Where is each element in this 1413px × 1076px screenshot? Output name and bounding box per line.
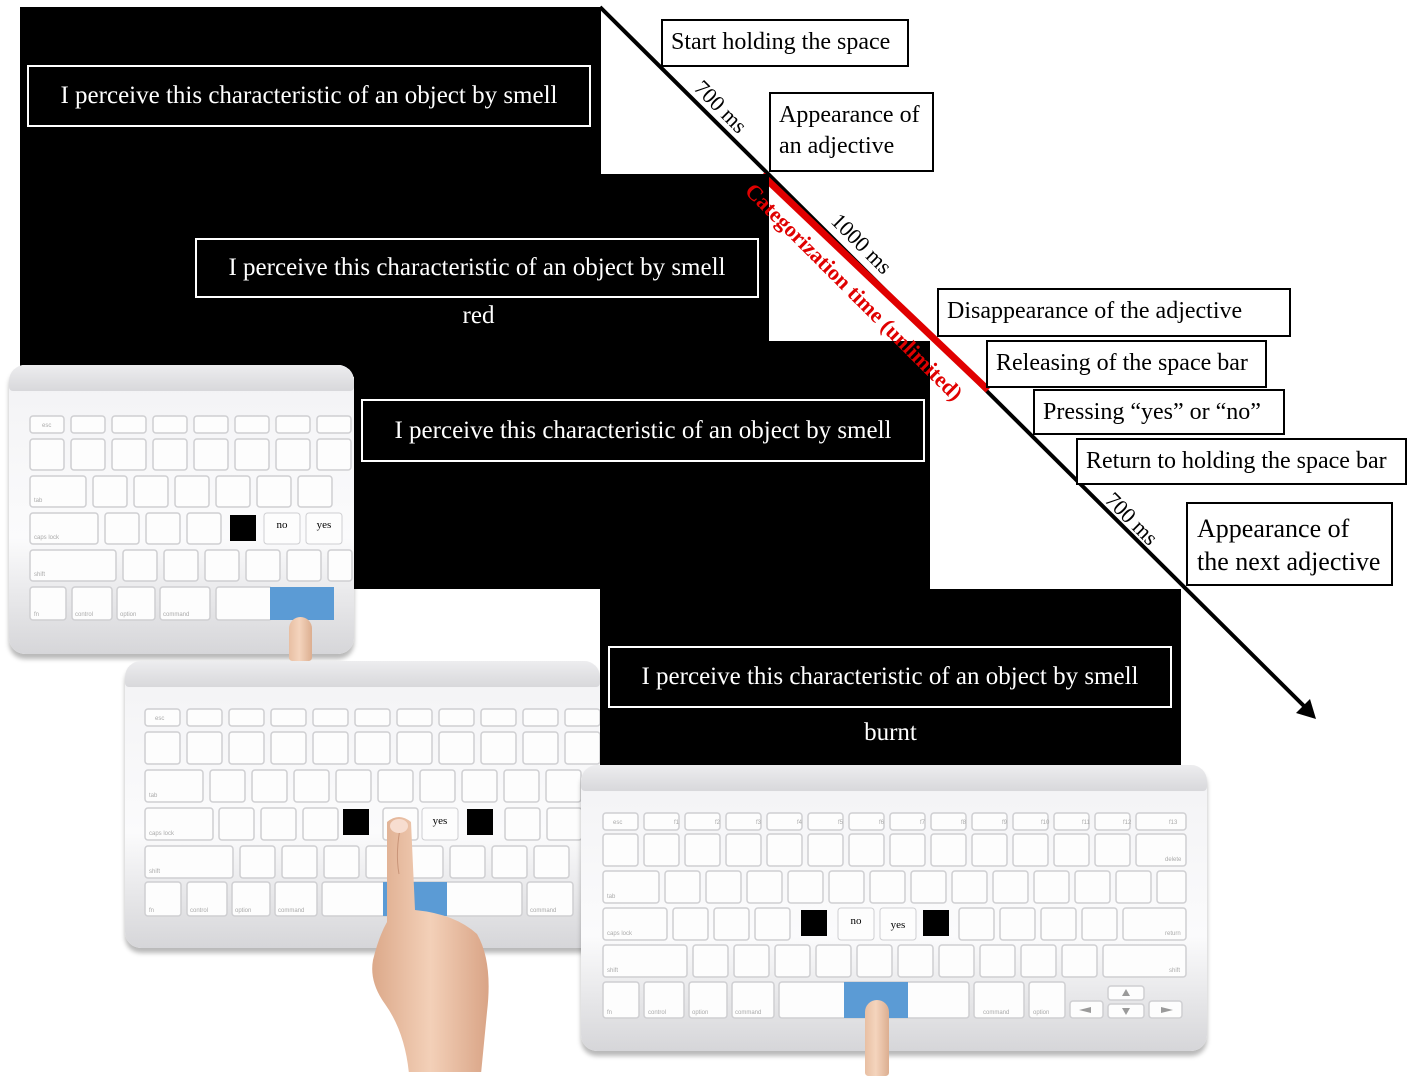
f6-key-label: f6 (879, 820, 885, 826)
option-key-label: option (1033, 1010, 1049, 1016)
f10-key-label: f10 (1041, 820, 1050, 826)
option-key-label: option (120, 612, 136, 618)
f1-key-label: f1 (674, 820, 680, 826)
event-pressing: Pressing “yes” or “no” (1033, 389, 1285, 435)
f11-key-label: f11 (1082, 820, 1091, 826)
esc-key-label: esc (155, 716, 164, 722)
option-key-label: option (235, 908, 251, 914)
no-key (263, 512, 301, 545)
tab-key-label: tab (607, 894, 616, 900)
yes-key-label: yes (317, 519, 332, 531)
shift-key-label: shift (34, 572, 45, 578)
f4-key-label: f4 (797, 820, 803, 826)
return-key-label: return (1165, 931, 1181, 937)
space-bar-key (270, 587, 334, 620)
shift-key-label: shift (607, 968, 618, 974)
command-key-label: command (530, 908, 556, 914)
prompt-box: I perceive this characteristic of an obj… (361, 399, 925, 462)
prompt-box: I perceive this characteristic of an obj… (27, 65, 591, 127)
caps-key-label: caps lock (34, 535, 60, 541)
f9-key-label: f9 (1002, 820, 1008, 826)
prompt-box: I perceive this characteristic of an obj… (195, 238, 759, 298)
arrow-up-icon (1122, 989, 1130, 996)
no-key-label: no (851, 915, 863, 927)
yes-key (421, 807, 459, 841)
black-key (467, 809, 493, 835)
yes-key (879, 907, 917, 941)
f2-key-label: f2 (715, 820, 721, 826)
fingernail (390, 819, 408, 833)
adjective-word: red (462, 302, 495, 329)
keyboard-1: esc tab caps lock shift fn control optio… (9, 365, 354, 654)
event-releasing: Releasing of the space bar (986, 340, 1267, 388)
arrow-down-icon (1122, 1008, 1130, 1015)
no-key-label: no (277, 519, 289, 531)
command-key-label: command (163, 612, 189, 618)
finger-1 (289, 617, 312, 661)
categorization-segment (759, 172, 991, 393)
adjective-word: burnt (864, 719, 917, 746)
delete-key-label: delete (1165, 857, 1182, 863)
keyboard-3: esc f1 f2 f3 f4 f5 f6 f7 f8 f9 f10 f11 f… (581, 765, 1207, 1051)
esc-key-label: esc (613, 820, 622, 826)
no-key (837, 907, 875, 941)
event-appearance: Appearance of an adjective (769, 92, 934, 172)
finger-3 (865, 1000, 889, 1076)
f13-key-label: f13 (1169, 820, 1178, 826)
black-key (230, 515, 256, 541)
fn-key-label: fn (607, 1010, 612, 1016)
timeline-arrowhead (1296, 699, 1316, 719)
keyboard-rim (125, 661, 600, 687)
event-start-holding: Start holding the space (661, 19, 909, 67)
esc-key-label: esc (42, 423, 51, 429)
shift-key-label: shift (1169, 968, 1180, 974)
yes-key-label: yes (891, 919, 906, 931)
event-next-adjective: Appearance of the next adjective (1186, 502, 1393, 586)
command-key-label: command (278, 908, 304, 914)
arrow-right-icon (1161, 1007, 1173, 1013)
arrow-left-icon (1079, 1007, 1091, 1013)
command-key-label: command (983, 1010, 1009, 1016)
hand (372, 817, 489, 1072)
f5-key-label: f5 (838, 820, 844, 826)
fn-key-label: fn (34, 612, 39, 618)
keyboard-keys: esc f1 f2 f3 f4 f5 f6 f7 f8 f9 f10 f11 f… (602, 812, 1187, 1019)
yes-key-label: yes (433, 815, 448, 827)
keyboard-keys: esc tab caps lock shift fn control optio… (29, 415, 353, 621)
keyboard-2: esc tab caps lock shift fn control optio… (125, 661, 600, 948)
prompt-box: I perceive this characteristic of an obj… (608, 646, 1172, 708)
black-key (343, 809, 369, 835)
event-return-holding: Return to holding the space bar (1076, 438, 1407, 485)
control-key-label: control (648, 1010, 666, 1016)
f3-key-label: f3 (756, 820, 762, 826)
f12-key-label: f12 (1123, 820, 1132, 826)
black-key (801, 910, 827, 936)
caps-key-label: caps lock (607, 931, 633, 937)
keyboard-keys: esc tab caps lock shift fn control optio… (144, 708, 600, 917)
screen-3: I perceive this characteristic of an obj… (354, 341, 930, 589)
control-key-label: control (190, 908, 208, 914)
f7-key-label: f7 (920, 820, 926, 826)
caps-key-label: caps lock (149, 831, 175, 837)
keyboard-rim (9, 365, 354, 391)
option-key-label: option (692, 1010, 708, 1016)
fn-key-label: fn (149, 908, 154, 914)
yes-key (305, 512, 343, 545)
control-key-label: control (75, 612, 93, 618)
tab-key-label: tab (149, 793, 158, 799)
f8-key-label: f8 (961, 820, 967, 826)
keyboard-rim (581, 765, 1207, 791)
event-disappearance: Disappearance of the adjective (937, 288, 1291, 337)
black-key (923, 910, 949, 936)
shift-key-label: shift (149, 869, 160, 875)
hand-shape (372, 817, 489, 1072)
screen-4: I perceive this characteristic of an obj… (600, 589, 1181, 765)
command-key-label: command (735, 1010, 761, 1016)
screen-2: I perceive this characteristic of an obj… (188, 174, 769, 374)
tab-key-label: tab (34, 498, 43, 504)
